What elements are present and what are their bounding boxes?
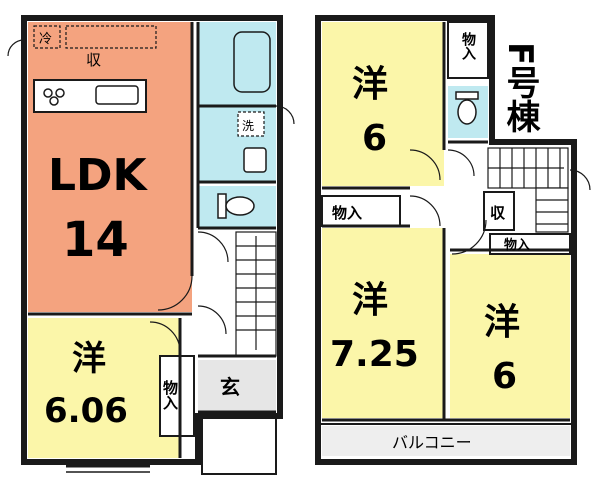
closet-middle (321, 195, 401, 227)
toilet-2f-icon (455, 91, 479, 125)
closet-middle-label: 物入 (332, 204, 362, 222)
fridge-label: 冷 (39, 32, 52, 47)
stair-storage-label: 収 (490, 204, 506, 222)
closet-top (447, 21, 489, 79)
bathtub-icon (233, 31, 271, 93)
closet-top-label: 物入 (460, 31, 476, 60)
outer-wall-2f (315, 15, 577, 465)
storage-closet-1f-label: 物入 (161, 379, 179, 410)
building-title: F号棟 (500, 42, 540, 133)
door-swings-2f (409, 149, 591, 255)
staircase-2f (487, 147, 569, 233)
kitchen-storage-box (65, 25, 157, 49)
room-right-size: 6 (492, 356, 517, 397)
staircase-1f (235, 231, 277, 357)
western-room-1f (28, 318, 180, 458)
entrance-step (201, 417, 277, 475)
entrance-label: 玄 (220, 375, 240, 399)
entrance-area (198, 360, 276, 412)
room-middle-size: 7.25 (330, 334, 419, 375)
ldk-area (28, 22, 192, 312)
first-floor: 冷 収 洗 LDK 14 洋 6.06 玄 物入 (7, 15, 295, 475)
balcony-area (322, 426, 570, 456)
ldk-size: 14 (62, 212, 129, 268)
room-middle-name: 洋 (352, 280, 388, 321)
toilet-icon (217, 193, 255, 219)
laundry-label: 洗 (242, 119, 254, 133)
laundry-space (237, 111, 265, 137)
western-room-1f-size: 6.06 (44, 391, 128, 431)
room-top-name: 洋 (352, 64, 388, 105)
fridge-space (33, 25, 61, 49)
western-room-top (322, 22, 444, 186)
outer-wall-1f (21, 15, 283, 465)
ldk-name: LDK (48, 150, 149, 201)
interior-walls-1f (28, 22, 276, 458)
kitchen-storage-label: 収 (86, 51, 101, 69)
balcony-label: バルコニー (392, 433, 472, 452)
sink-icon (95, 85, 139, 105)
western-room-middle (322, 228, 444, 418)
second-floor: F号棟 洋 6 洋 7.25 洋 6 物入 物入 収 物入 バルコニー (315, 15, 591, 465)
room-top-size: 6 (362, 118, 387, 159)
door-swings-1f (7, 39, 295, 353)
storage-closet-1f (159, 355, 195, 437)
western-room-1f-name: 洋 (72, 339, 106, 379)
closet-right-label: 物入 (504, 237, 530, 253)
room-right-name: 洋 (484, 302, 520, 343)
stair-storage (483, 191, 515, 231)
interior-walls-2f (322, 22, 570, 422)
washbasin-icon (243, 147, 267, 173)
western-room-right (450, 254, 570, 418)
stove-icon (43, 88, 65, 106)
